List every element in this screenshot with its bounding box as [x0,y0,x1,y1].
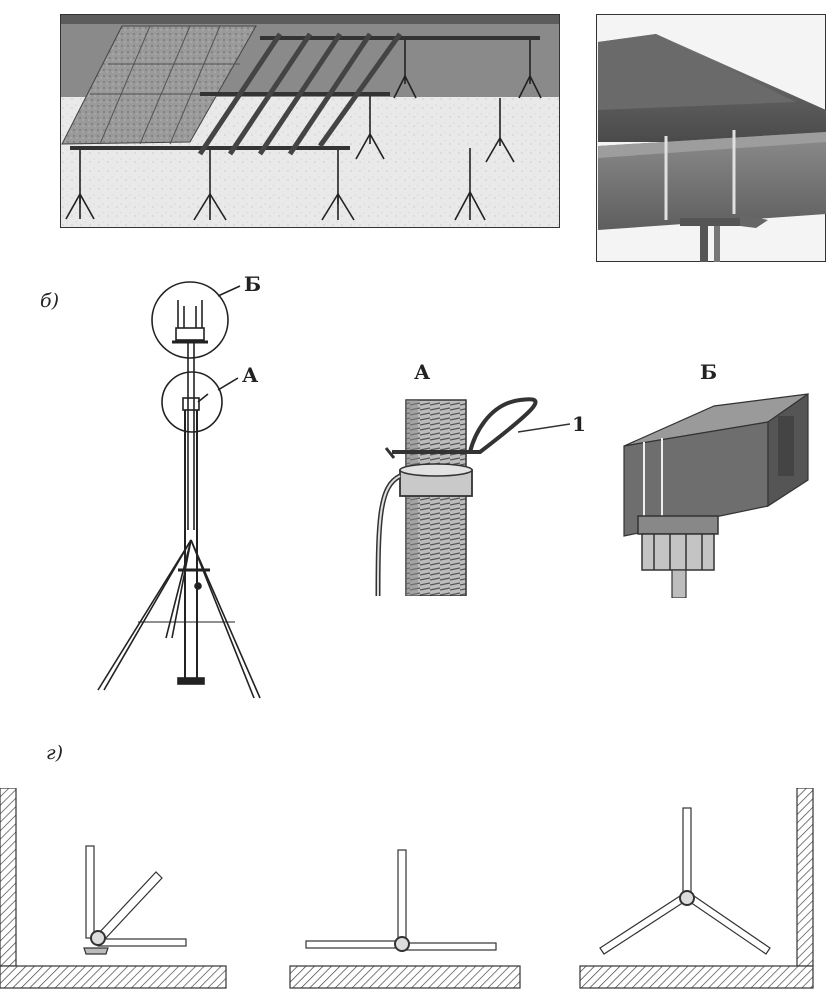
prop-elevation-drawing [97,281,261,699]
detail-b-title: Б [700,360,718,384]
formwork-perspective-panel [60,14,560,228]
beam-support-photo-panel [596,14,826,262]
callout-a-label: А [242,363,259,387]
tripod-plan-views-drawing [0,788,814,989]
detail-b-panel [618,386,814,598]
detail-a-panel [370,396,570,596]
formwork-perspective-drawing [60,14,560,228]
beam-support-photo [596,14,826,262]
caption-g: г) [46,742,64,764]
tripod-plan-views-panel [0,788,833,994]
callout-b-label: Б [244,272,262,296]
detail-a-drawing [375,397,570,596]
detail-b-drawing [623,392,809,598]
detail-a-title: А [414,360,431,384]
part-number-label: 1 [572,412,586,436]
caption-b: б) [40,290,60,312]
prop-elevation-panel [90,270,280,702]
